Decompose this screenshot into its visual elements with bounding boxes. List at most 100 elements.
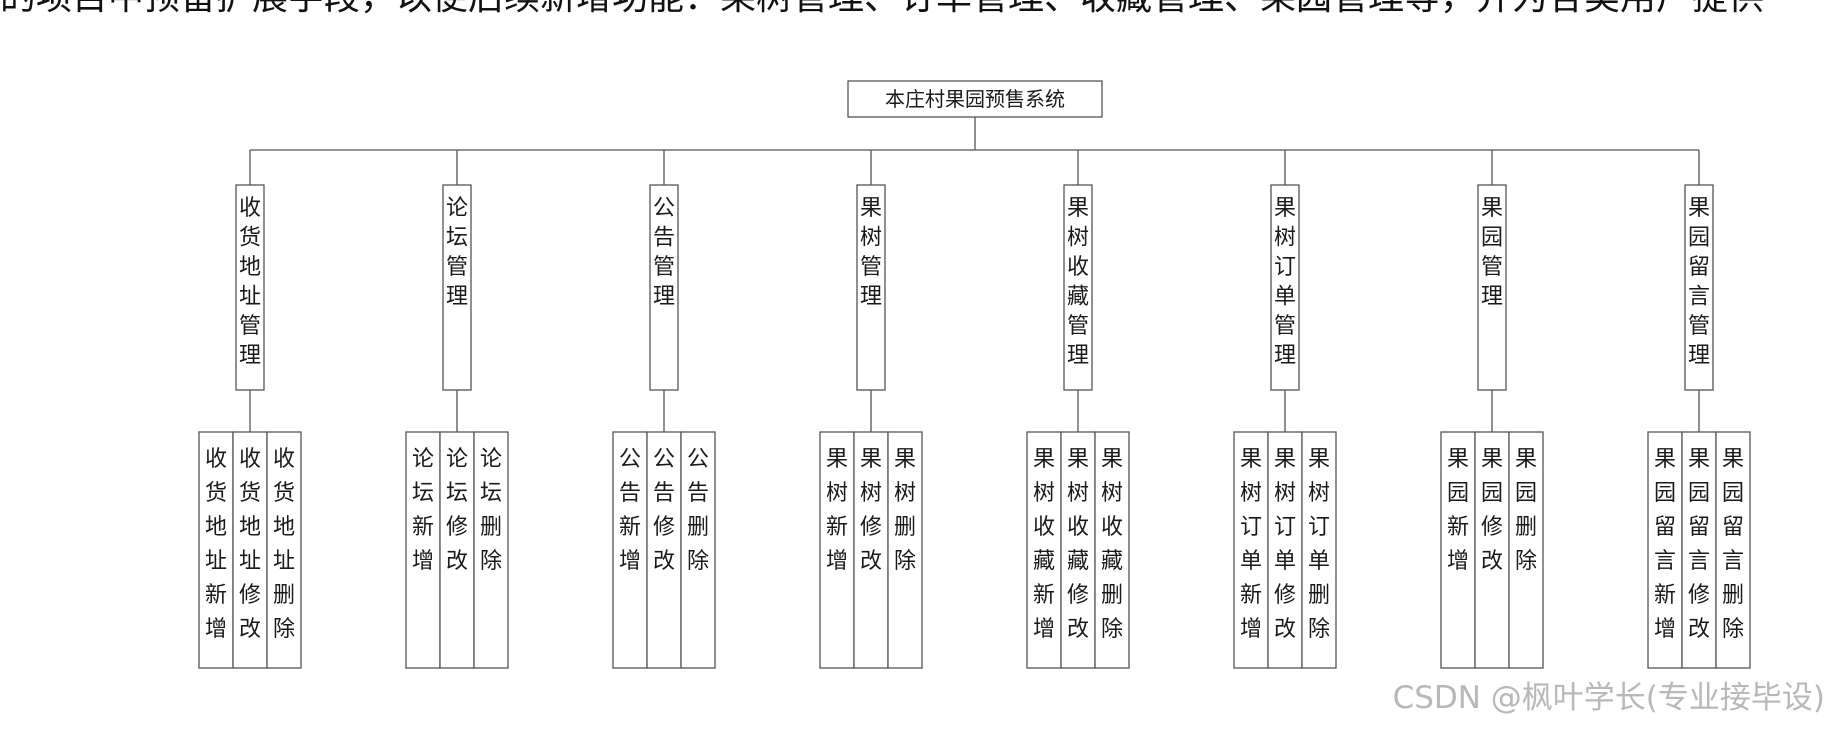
leaf-box [1026,431,1062,669]
root-node: 本庄村果园预售系统 [847,80,1103,118]
module-box [1477,184,1507,391]
leaf-node: 果树订单修改 [1267,431,1303,669]
leaf-node: 论坛修改 [439,431,475,669]
cropped-top-text: 的项目中预留扩展字段，以便后续新增功能：果树管理、订单管理、收藏管理、果园管理等… [0,0,1835,18]
root-label: 本庄村果园预售系统 [885,87,1065,111]
leaf-box [1267,431,1303,669]
leaf-box [1508,431,1544,669]
leaf-label: 果树订单修改 [1274,447,1296,642]
leaf-box [646,431,682,669]
module-node: 果树订单管理 [1270,184,1300,391]
leaf-node: 果树新增 [819,431,855,669]
leaf-node: 果树删除 [887,431,923,669]
leaf-label: 公告删除 [687,447,709,574]
module-node: 收货地址管理 [235,184,265,391]
module-box [1684,184,1714,391]
module-box [1270,184,1300,391]
leaf-box [819,431,855,669]
module-node: 果树收藏管理 [1063,184,1093,391]
leaf-label: 果树订单新增 [1240,447,1262,642]
module-nodes: 收货地址管理 论坛管理 公告管理 果树管理 果树收藏管理 果树订单管理 果园管理 果园留言管理 [235,184,1714,391]
leaf-label: 果园留言删除 [1722,447,1744,642]
module-node: 论坛管理 [442,184,472,391]
leaf-node: 公告删除 [680,431,716,669]
leaf-node: 果园新增 [1440,431,1476,669]
leaf-node: 收货地址删除 [266,431,302,669]
leaf-label: 果园留言修改 [1688,447,1710,642]
leaf-label: 果树收藏修改 [1067,447,1089,642]
module-box [1063,184,1093,391]
connector-lines [249,117,1700,432]
leaf-label: 公告修改 [653,447,675,574]
leaf-box [1681,431,1717,669]
leaf-box [1440,431,1476,669]
leaf-label: 果树收藏删除 [1101,447,1123,642]
module-box [856,184,886,391]
module-label: 论坛管理 [446,196,468,310]
leaf-node: 果园留言修改 [1681,431,1717,669]
leaf-box [887,431,923,669]
leaf-label: 果园留言新增 [1654,447,1676,642]
leaf-node: 果树收藏修改 [1060,431,1096,669]
leaf-node: 收货地址修改 [232,431,268,669]
leaf-node: 果树收藏删除 [1094,431,1130,669]
module-label: 果树管理 [860,196,882,310]
leaf-box [680,431,716,669]
leaf-label: 果树新增 [826,447,848,574]
leaf-label: 果树修改 [860,447,882,574]
leaf-label: 果树收藏新增 [1033,447,1055,642]
leaf-box [1233,431,1269,669]
leaf-box [405,431,441,669]
root-box [847,80,1103,118]
leaf-box [198,431,234,669]
leaf-box [266,431,302,669]
module-label: 果树订单管理 [1274,196,1296,369]
leaf-box [473,431,509,669]
leaf-label: 果园删除 [1515,447,1537,574]
leaf-box [1301,431,1337,669]
leaf-node: 果树修改 [853,431,889,669]
leaf-node: 果园留言新增 [1647,431,1683,669]
module-node: 果树管理 [856,184,886,391]
leaf-box [439,431,475,669]
module-label: 果树收藏管理 [1067,196,1089,369]
leaf-node: 论坛删除 [473,431,509,669]
leaf-label: 论坛新增 [412,447,434,574]
module-label: 收货地址管理 [239,196,261,369]
module-node: 果园留言管理 [1684,184,1714,391]
module-node: 公告管理 [649,184,679,391]
leaf-node: 果树订单新增 [1233,431,1269,669]
leaf-node: 收货地址新增 [198,431,234,669]
leaf-node: 果园修改 [1474,431,1510,669]
leaf-label: 果树订单删除 [1308,447,1330,642]
leaf-label: 果园新增 [1447,447,1469,574]
leaf-label: 收货地址新增 [205,447,227,642]
module-box [442,184,472,391]
leaf-box [1647,431,1683,669]
module-label: 果园管理 [1481,196,1503,310]
leaf-box [1474,431,1510,669]
leaf-box [232,431,268,669]
leaf-box [853,431,889,669]
module-label: 公告管理 [653,196,675,310]
leaf-label: 果园修改 [1481,447,1503,574]
leaf-label: 论坛修改 [446,447,468,574]
leaf-label: 论坛删除 [480,447,502,574]
module-node: 果园管理 [1477,184,1507,391]
watermark: CSDN @枫叶学长(专业接毕设) [1392,680,1825,716]
module-box [235,184,265,391]
module-box [649,184,679,391]
leaf-node: 公告修改 [646,431,682,669]
leaf-node: 果树收藏新增 [1026,431,1062,669]
leaf-node: 果园留言删除 [1715,431,1751,669]
leaf-box [1060,431,1096,669]
leaf-node: 果树订单删除 [1301,431,1337,669]
leaf-label: 公告新增 [619,447,641,574]
leaf-node: 论坛新增 [405,431,441,669]
leaf-node: 公告新增 [612,431,648,669]
leaf-label: 收货地址删除 [273,447,295,642]
leaf-label: 收货地址修改 [239,447,261,642]
leaf-label: 果树删除 [894,447,916,574]
